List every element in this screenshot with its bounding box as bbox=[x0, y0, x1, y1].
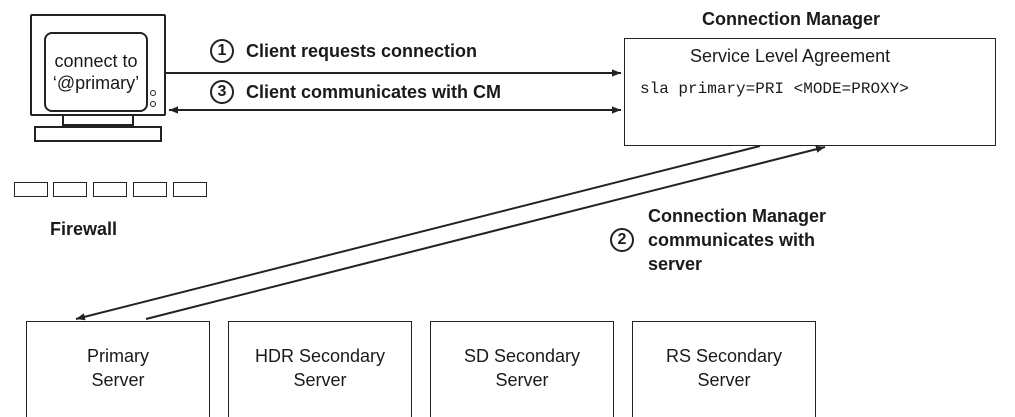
server-label-line1: HDR Secondary bbox=[254, 346, 386, 366]
server-label-line2: Server bbox=[495, 370, 549, 390]
firewall-brick bbox=[53, 182, 87, 197]
server-hdr-secondary: HDR Secondary Server bbox=[228, 321, 412, 417]
firewall-brick bbox=[133, 182, 167, 197]
monitor-button-icon bbox=[150, 90, 156, 96]
server-label-line2: Server bbox=[293, 370, 347, 390]
client-screen: connect to ‘@primary’ bbox=[44, 32, 148, 112]
monitor-stand bbox=[62, 116, 134, 126]
arrow-primary-to-cm bbox=[145, 145, 826, 320]
server-label-line2: Server bbox=[91, 370, 145, 390]
step-2-line3: server bbox=[648, 254, 703, 274]
server-label-line1: Primary bbox=[87, 346, 149, 366]
connection-manager-title: Connection Manager bbox=[702, 9, 881, 29]
step-3-label: Client communicates with CM bbox=[246, 82, 502, 102]
server-rs-secondary: RS Secondary Server bbox=[632, 321, 816, 417]
firewall-brick bbox=[14, 182, 48, 197]
server-label-line2: Server bbox=[697, 370, 751, 390]
firewall-brick bbox=[93, 182, 127, 197]
firewall-brick bbox=[173, 182, 207, 197]
client-screen-line1: connect to bbox=[54, 51, 138, 71]
sla-title: Service Level Agreement bbox=[690, 46, 891, 66]
connection-manager-box bbox=[624, 38, 996, 146]
server-sd-secondary: SD Secondary Server bbox=[430, 321, 614, 417]
firewall-label: Firewall bbox=[50, 219, 118, 239]
step-2-line2: communicates with bbox=[648, 230, 816, 250]
step-2-number: 2 bbox=[610, 228, 634, 252]
server-label-line1: RS Secondary bbox=[665, 346, 783, 366]
step-2-line1: Connection Manager bbox=[648, 206, 827, 226]
sla-code: sla primary=PRI <MODE=PROXY> bbox=[640, 80, 909, 98]
step-3-number: 3 bbox=[210, 80, 234, 104]
step-1-label: Client requests connection bbox=[246, 41, 478, 61]
step-1-number: 1 bbox=[210, 39, 234, 63]
client-screen-line2: ‘@primary’ bbox=[52, 73, 140, 93]
monitor-button-icon bbox=[150, 101, 156, 107]
computer-base bbox=[34, 126, 162, 142]
server-label-line1: SD Secondary bbox=[463, 346, 581, 366]
arrow-cm-to-primary bbox=[75, 145, 761, 321]
server-primary: Primary Server bbox=[26, 321, 210, 417]
